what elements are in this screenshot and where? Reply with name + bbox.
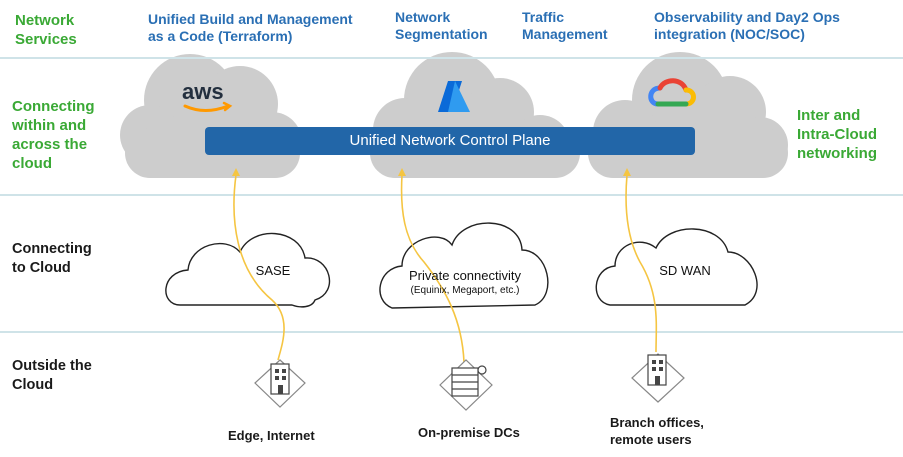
caption-on-premise-dcs: On-premise DCs: [418, 425, 520, 440]
private-connectivity-sublabel: (Equinix, Megaport, etc.): [410, 285, 520, 296]
link-arrowheads: [232, 168, 631, 176]
row-label-inter-intra-cloud: Inter and Intra-Cloud networking: [797, 107, 878, 162]
link-edge: [233, 174, 285, 361]
datacenter-icon: [439, 359, 493, 411]
connection-links: [233, 174, 658, 363]
service-build-management: Unified Build and Management as a Code (…: [148, 11, 353, 44]
caption-edge-internet: Edge, Internet: [228, 428, 315, 443]
separator-1: [0, 57, 903, 59]
service-observability: Observability and Day2 Ops integration (…: [654, 9, 840, 42]
separator-3: [0, 331, 903, 333]
private-connectivity-label: Private connectivity: [409, 268, 521, 283]
separator-2: [0, 194, 903, 196]
caption-branch-offices: Branch offices, remote users: [610, 415, 704, 447]
azure-cloud: [370, 52, 580, 178]
aws-cloud: [120, 54, 302, 178]
aws-logo-icon: aws: [182, 79, 233, 112]
row-label-connecting-within: Connecting within and across the cloud: [12, 98, 95, 172]
row-label-outside-cloud: Outside the Cloud: [12, 358, 92, 393]
control-plane-band: Unified Network Control Plane: [205, 127, 695, 155]
row-label-network-services: Network Services: [15, 12, 77, 48]
sdwan-cloud: [595, 228, 758, 306]
link-branch: [625, 174, 658, 353]
sase-label: SASE: [255, 263, 291, 278]
building-icon-branch: [631, 353, 685, 403]
service-segmentation: Network Segmentation: [395, 9, 488, 42]
building-icon-edge: [254, 359, 306, 408]
azure-logo-icon: [438, 81, 470, 112]
gcp-cloud: [588, 52, 788, 178]
gcp-logo-icon: [648, 78, 696, 107]
link-dc: [400, 174, 465, 363]
row-label-connecting-to-cloud: Connecting to Cloud: [12, 241, 92, 276]
private-connectivity-cloud: [379, 222, 549, 309]
service-traffic-management: Traffic Management: [522, 9, 608, 42]
sdwan-label: SD WAN: [659, 263, 711, 278]
aws-logo-text: aws: [182, 79, 224, 104]
